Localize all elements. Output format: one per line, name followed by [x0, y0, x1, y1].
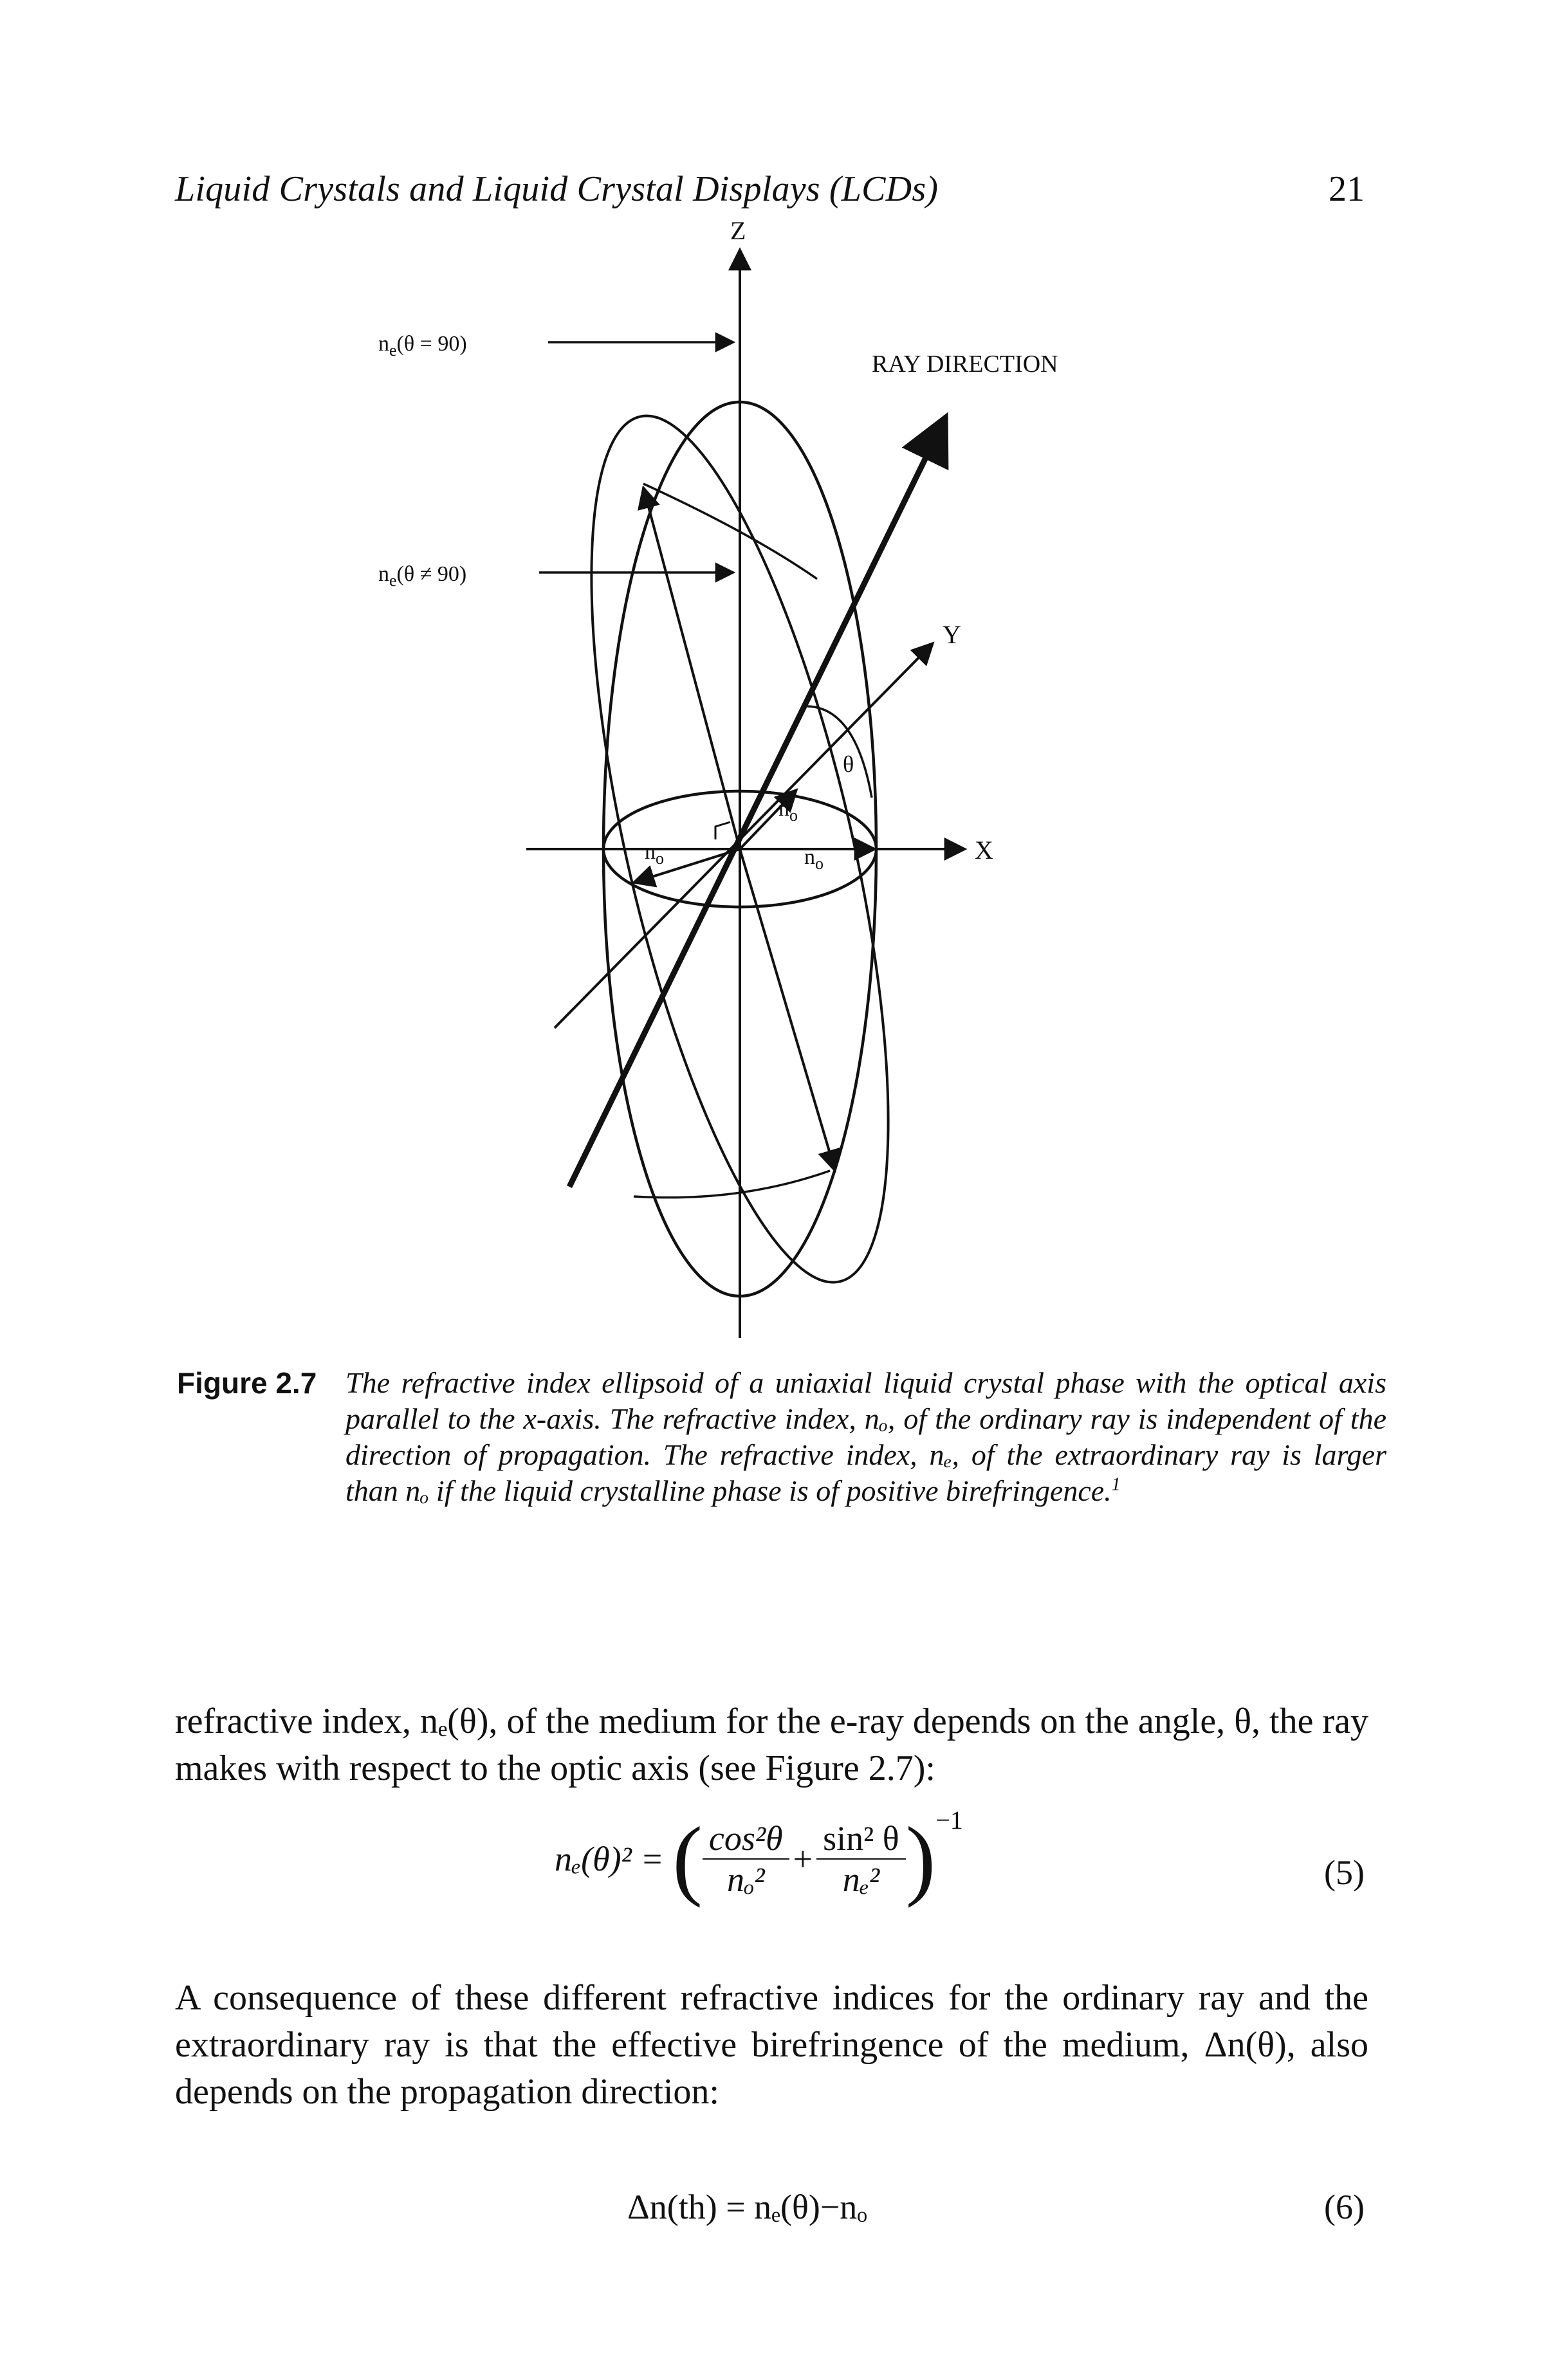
- ne-theta-vector-down: [739, 848, 841, 1173]
- figure-caption-text: The refractive index ellipsoid of a unia…: [345, 1366, 1386, 1508]
- lower-arc: [633, 1169, 831, 1199]
- right-angle-marker: [714, 821, 731, 839]
- no-label-right: no: [804, 845, 824, 873]
- x-label: X: [975, 836, 993, 865]
- ne-not90-label: ne(θ ≠ 90): [378, 562, 466, 590]
- theta-label: θ: [843, 751, 854, 777]
- no-label-left: no: [645, 840, 664, 868]
- no-label-back: no: [778, 797, 798, 825]
- y-label: Y: [943, 620, 961, 649]
- z-label: Z: [730, 216, 746, 245]
- equation-6-number: (6): [1324, 2188, 1365, 2226]
- upper-arc: [643, 482, 818, 580]
- figure-caption: Figure 2.7 The refractive index ellipsoi…: [177, 1365, 1386, 1509]
- no-vector-left: [631, 848, 741, 888]
- ray-direction-label: RAY DIRECTION: [872, 351, 1058, 378]
- no-vector-back: [739, 788, 798, 850]
- ne-90-label: ne(θ = 90): [378, 332, 467, 360]
- equation-5-number: (5): [1324, 1853, 1365, 1892]
- body-paragraph-2: A consequence of these different refract…: [175, 1978, 1368, 2112]
- figure-label: Figure 2.7: [177, 1366, 317, 1400]
- meridian-ellipse: [590, 414, 890, 1284]
- equation-6: Δn(th) = nₑ(θ)−nₒ: [627, 2188, 867, 2226]
- theta-arc: [807, 705, 873, 798]
- ne-theta-vector-up: [637, 485, 741, 850]
- running-head: Liquid Crystals and Liquid Crystal Displ…: [175, 169, 939, 209]
- refractive-index-ellipsoid-figure: Z Y X RAY DIRECTION ne(θ = 90) ne(θ ≠ 90…: [378, 216, 1058, 1338]
- caption-footnote-ref: 1: [1111, 1475, 1121, 1495]
- ray-direction-line: [566, 412, 949, 1188]
- body-paragraph-1: refractive index, nₑ(θ), of the medium f…: [175, 1701, 1368, 1788]
- page-number: 21: [1329, 169, 1365, 209]
